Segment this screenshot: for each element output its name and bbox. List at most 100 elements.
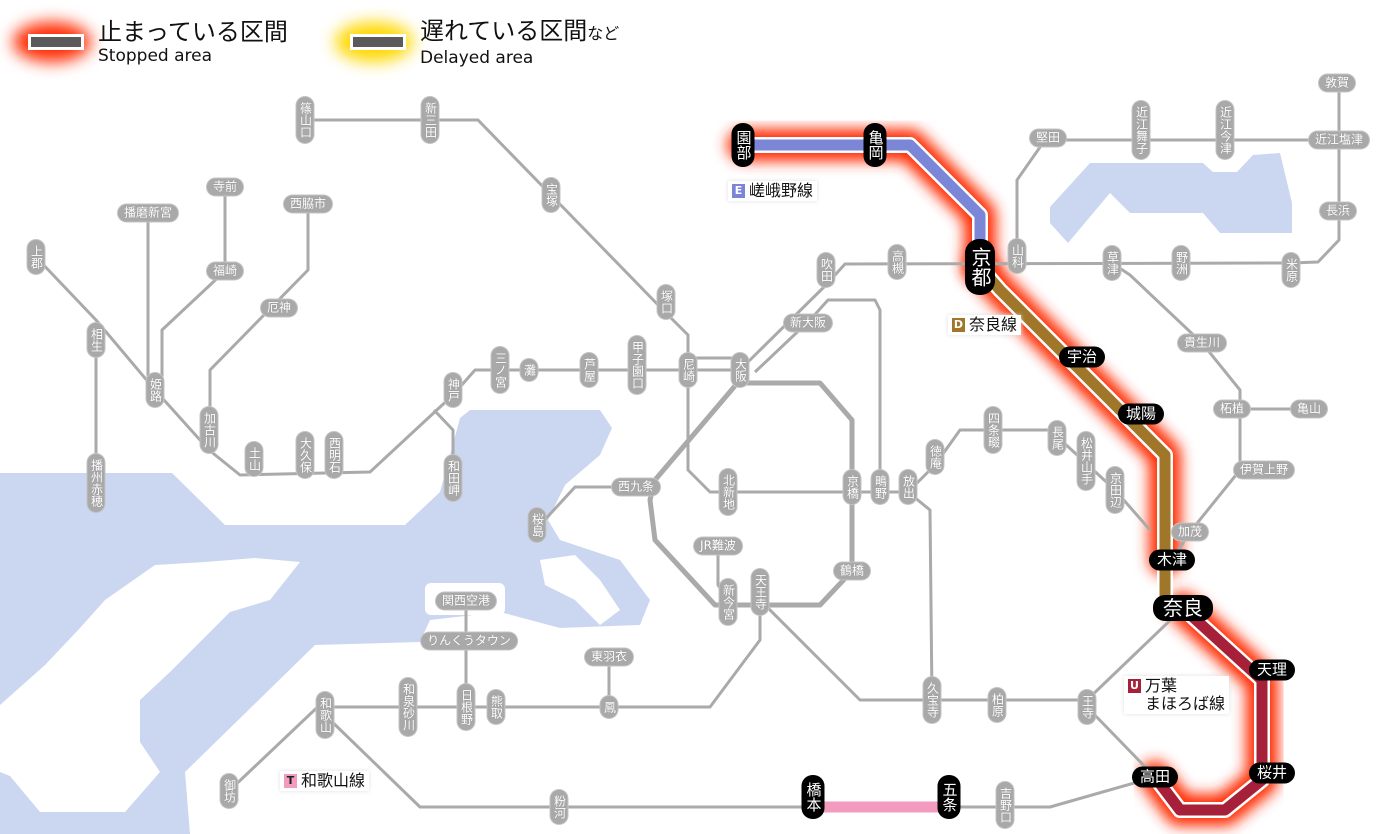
station-koshienguchi[interactable]: 甲子園口 [628, 336, 646, 394]
station-omimaiko[interactable]: 近江舞子 [1132, 101, 1150, 159]
station-jrnamba[interactable]: JR難波 [694, 537, 742, 555]
station-kashiwara[interactable]: 柏原 [988, 688, 1006, 722]
station-teramae[interactable]: 寺前 [206, 178, 244, 196]
station-nishiwakishi[interactable]: 西脇市 [283, 195, 333, 213]
station-aioi[interactable]: 相生 [87, 323, 105, 357]
stopped-label-jp: 止まっている区間 [98, 18, 288, 46]
line-label-sagano[interactable]: E 嵯峨野線 [728, 181, 818, 201]
station-igaueno[interactable]: 伊賀上野 [1233, 461, 1295, 479]
station-hanaten[interactable]: 放出 [899, 470, 917, 504]
station-kizu[interactable]: 木津 [1148, 549, 1196, 571]
station-kyuhoji[interactable]: 久宝寺 [923, 677, 941, 723]
station-takarazuka[interactable]: 宝塚 [542, 178, 560, 212]
delayed-label-suffix: など [587, 23, 620, 43]
station-uji[interactable]: 宇治 [1058, 346, 1106, 368]
station-nagao[interactable]: 長尾 [1048, 421, 1066, 455]
station-ashiya[interactable]: 芦屋 [580, 353, 598, 387]
station-kyobashi[interactable]: 京橋 [843, 470, 861, 504]
station-rinkutown[interactable]: りんくうタウン [421, 632, 517, 650]
station-shijonawate[interactable]: 四条畷 [984, 407, 1002, 453]
station-yoshinoguchi[interactable]: 吉野口 [996, 782, 1014, 828]
station-nishiakashi[interactable]: 西明石 [325, 432, 343, 478]
line-yamatoji [758, 598, 1185, 702]
station-oji[interactable]: 王寺 [1078, 690, 1096, 724]
station-matsuiyamate[interactable]: 松井山手 [1077, 432, 1095, 490]
line-label-manyo[interactable]: U 万葉まほろば線 [1124, 676, 1230, 714]
station-kamo[interactable]: 加茂 [1171, 523, 1209, 541]
station-katata[interactable]: 堅田 [1029, 129, 1067, 147]
station-harimashingu[interactable]: 播磨新宮 [117, 204, 179, 222]
station-tsuruhashi[interactable]: 鶴橋 [833, 562, 871, 580]
station-tenri[interactable]: 天理 [1248, 659, 1296, 681]
station-tokuan[interactable]: 徳庵 [926, 440, 944, 474]
station-tsukaguchi[interactable]: 塚口 [657, 285, 675, 319]
station-kameyama[interactable]: 亀山 [1290, 400, 1328, 418]
station-osaka[interactable]: 大阪 [731, 353, 749, 387]
station-sakurajima[interactable]: 桜島 [528, 508, 546, 542]
station-kibukawa[interactable]: 貴生川 [1177, 334, 1227, 352]
station-himeji[interactable]: 姫路 [146, 373, 164, 407]
station-tsuchiyama[interactable]: 土山 [245, 442, 263, 476]
line-fukuchiyama [305, 118, 690, 370]
station-maibara[interactable]: 米原 [1282, 253, 1300, 287]
station-okubo[interactable]: 大久保 [296, 432, 314, 478]
station-tsuruga[interactable]: 敦賀 [1318, 74, 1356, 92]
station-otori[interactable]: 鳳 [600, 696, 618, 718]
station-hashimoto[interactable]: 橋本 [801, 775, 825, 819]
stopped-bar [28, 34, 84, 50]
station-shinsanda[interactable]: 新三田 [421, 97, 439, 143]
line-label-nara[interactable]: D 奈良線 [948, 315, 1022, 335]
station-nada[interactable]: 灘 [520, 359, 538, 381]
station-wadamisaki[interactable]: 和田岬 [444, 455, 462, 501]
station-gojo[interactable]: 五条 [937, 775, 961, 819]
station-kyoto[interactable]: 京都 [965, 239, 995, 295]
legend-delayed: 遅れている区間など Delayed area [330, 14, 619, 70]
station-banshuako[interactable]: 播州赤穂 [87, 454, 105, 512]
station-kameoka[interactable]: 亀岡 [863, 123, 887, 167]
station-kyotanabe[interactable]: 京田辺 [1106, 467, 1124, 513]
station-hineno[interactable]: 日根野 [457, 684, 475, 730]
station-nishikujo[interactable]: 西九条 [611, 478, 661, 496]
station-shinosaka[interactable]: 新大阪 [783, 314, 833, 332]
station-kamigori[interactable]: 上郡 [27, 240, 45, 274]
port-island [540, 555, 620, 625]
station-kansaiairport[interactable]: 関西空港 [435, 592, 497, 610]
station-takada[interactable]: 高田 [1131, 766, 1179, 788]
station-gobo[interactable]: 御坊 [220, 774, 238, 808]
station-nara[interactable]: 奈良 [1153, 595, 1213, 621]
osaka-bay [0, 410, 650, 834]
station-fukusaki[interactable]: 福崎 [206, 262, 244, 280]
station-omiimazu[interactable]: 近江今津 [1216, 101, 1234, 159]
station-kusatsu[interactable]: 草津 [1103, 246, 1121, 280]
station-omishiotsu[interactable]: 近江塩津 [1308, 131, 1370, 149]
station-izumisunagawa[interactable]: 和泉砂川 [399, 678, 417, 736]
station-tennoji[interactable]: 天王寺 [751, 569, 769, 615]
station-sakurai[interactable]: 桜井 [1248, 762, 1296, 784]
station-kokawa[interactable]: 粉河 [550, 790, 568, 824]
manyo-line [1150, 603, 1268, 816]
station-nagahama[interactable]: 長浜 [1319, 202, 1357, 220]
station-sasayamaguchi[interactable]: 篠山口 [296, 97, 314, 143]
lake-biwa [1050, 153, 1292, 243]
station-yamashina[interactable]: 山科 [1008, 239, 1026, 273]
delayed-label-en: Delayed area [420, 47, 534, 68]
station-kitashinchi[interactable]: 北新地 [719, 469, 737, 515]
station-kobe[interactable]: 神戸 [444, 373, 462, 407]
station-takatsuki[interactable]: 高槻 [888, 245, 906, 279]
station-wakayama[interactable]: 和歌山 [316, 692, 334, 738]
station-sannomiya[interactable]: 三ノ宮 [491, 347, 509, 393]
station-amagasaki[interactable]: 尼崎 [679, 353, 697, 387]
station-shinimamiya[interactable]: 新今宮 [719, 579, 737, 625]
station-shigino[interactable]: 鴫野 [871, 470, 889, 504]
line-label-wakayama[interactable]: T 和歌山線 [280, 771, 370, 791]
station-suita[interactable]: 吹田 [817, 253, 835, 287]
station-kumatori[interactable]: 熊取 [487, 690, 505, 724]
station-higashihagoromo[interactable]: 東羽衣 [584, 648, 634, 666]
station-yakujin[interactable]: 厄神 [260, 299, 298, 317]
station-sonobe[interactable]: 園部 [731, 123, 755, 167]
line-kakogawa [208, 204, 310, 430]
station-kakogawa[interactable]: 加古川 [200, 407, 218, 453]
station-tsuge[interactable]: 柘植 [1213, 400, 1251, 418]
station-yasu[interactable]: 野洲 [1172, 246, 1190, 280]
station-joyo[interactable]: 城陽 [1117, 403, 1165, 425]
